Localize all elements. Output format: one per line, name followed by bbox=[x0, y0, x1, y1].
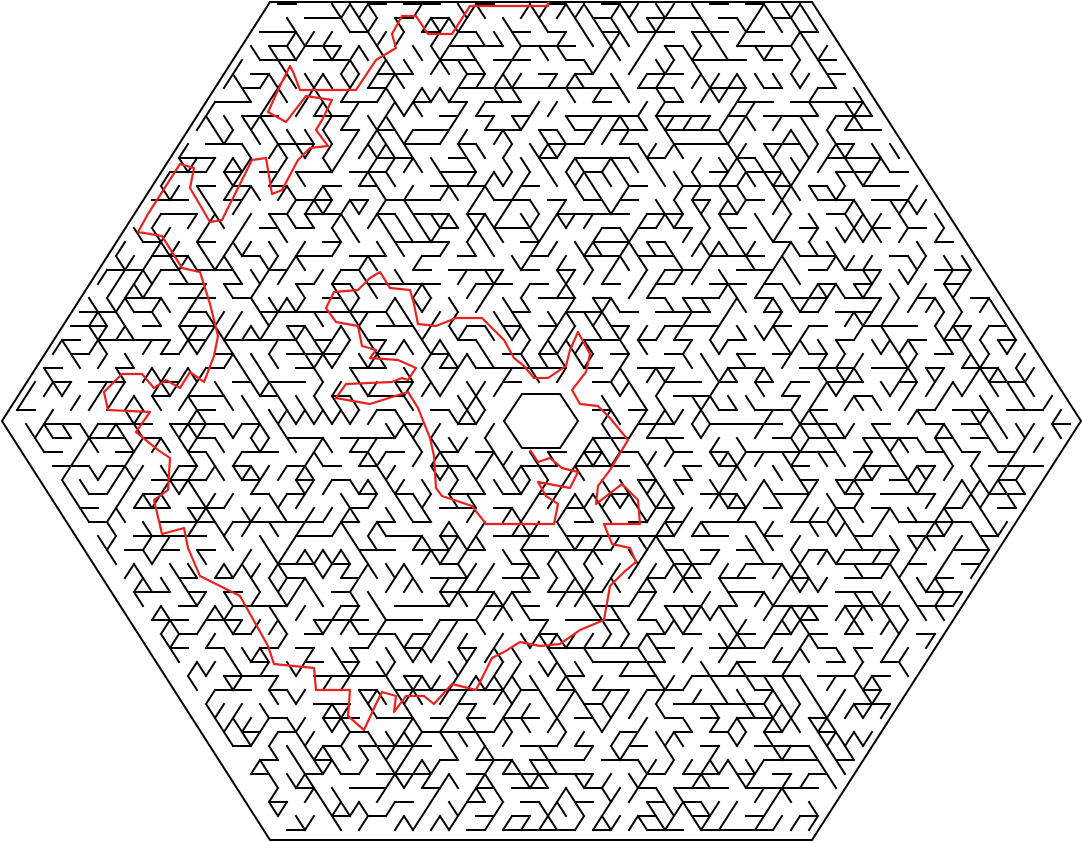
solution-path bbox=[102, 2, 642, 732]
maze-walls bbox=[15, 2, 1071, 832]
maze-wall-segments bbox=[15, 2, 1071, 832]
maze-center-cell bbox=[502, 393, 580, 449]
